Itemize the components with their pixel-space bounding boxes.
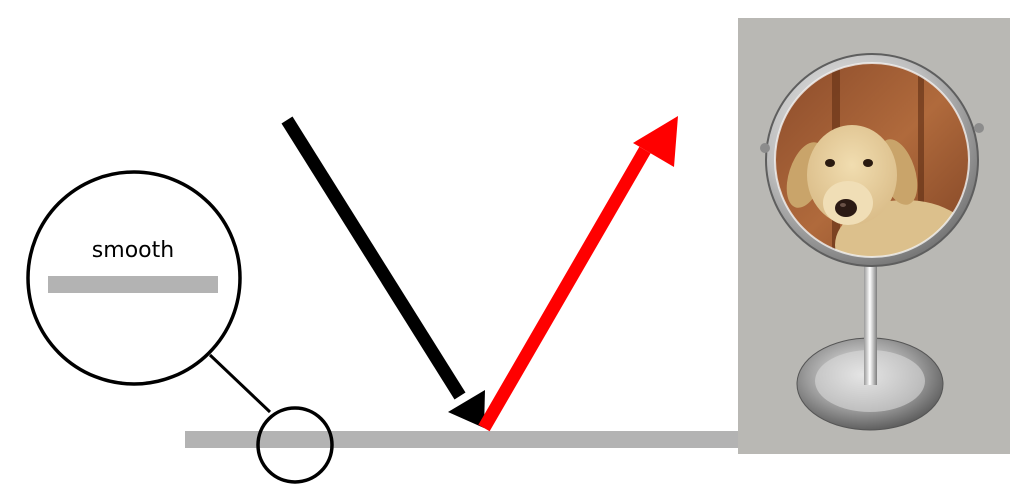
mirror-pole	[864, 245, 877, 385]
reflected-arrowhead	[633, 116, 678, 167]
magnifier-label: smooth	[92, 238, 174, 263]
incident-arrowhead	[448, 390, 485, 428]
magnifier-callout: smooth	[26, 170, 334, 484]
mirror-reflection	[775, 63, 969, 257]
reflected-ray	[478, 116, 678, 432]
mirror-photo	[738, 18, 1010, 454]
incident-ray	[281, 116, 485, 428]
magnifier-connector	[208, 353, 272, 414]
magnified-surface	[48, 276, 218, 293]
magnifier-small-circle	[256, 406, 334, 484]
reflecting-surface	[185, 431, 738, 448]
